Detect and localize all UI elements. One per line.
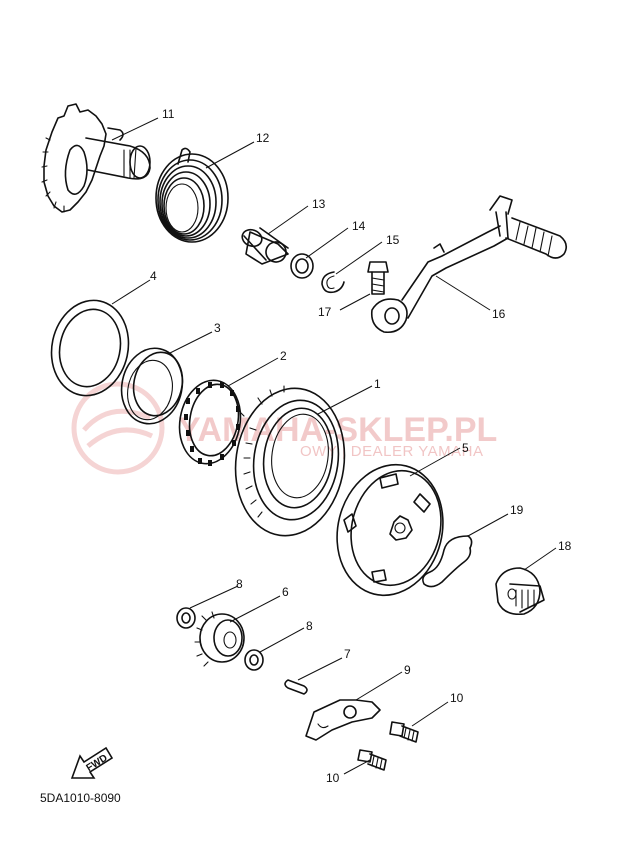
callout-4: 4 bbox=[150, 269, 157, 283]
callout-5: 5 bbox=[462, 441, 469, 455]
callout-3: 3 bbox=[214, 321, 221, 335]
callout-9: 9 bbox=[404, 663, 411, 677]
part-12-torsion-spring bbox=[155, 147, 229, 243]
watermark-tagline: OWY | DEALER YAMAHA bbox=[300, 443, 483, 460]
part-19-wire-clip bbox=[422, 535, 473, 588]
callout-8-bottom: 8 bbox=[306, 619, 313, 633]
callout-6: 6 bbox=[282, 585, 289, 599]
callout-11: 11 bbox=[162, 107, 175, 121]
part-1-ring-gear bbox=[234, 385, 346, 537]
part-8-washer-bottom bbox=[244, 649, 264, 671]
callout-10-a: 10 bbox=[450, 691, 464, 705]
part-11-kick-gear-shaft bbox=[41, 103, 151, 213]
part-17-bolt bbox=[367, 261, 389, 295]
part-10-bolt-b bbox=[357, 749, 387, 771]
callout-15: 15 bbox=[386, 233, 400, 247]
callout-7: 7 bbox=[344, 647, 351, 661]
part-13-collar bbox=[241, 227, 289, 265]
callout-16: 16 bbox=[492, 307, 506, 321]
callout-19: 19 bbox=[510, 503, 524, 517]
callout-2: 2 bbox=[280, 349, 287, 363]
part-18-pinion-gear bbox=[495, 567, 545, 616]
part-2-needle-bearing bbox=[178, 379, 242, 466]
callout-10-b: 10 bbox=[326, 771, 340, 785]
part-10-bolt-a bbox=[389, 721, 419, 743]
part-3-collar-ring bbox=[120, 347, 184, 425]
part-15-circlip bbox=[321, 271, 345, 294]
part-8-washer-top bbox=[176, 607, 196, 629]
part-7-pin bbox=[284, 679, 308, 695]
part-9-stopper-plate bbox=[305, 699, 381, 741]
part-6-idle-gear bbox=[194, 611, 245, 667]
callout-17: 17 bbox=[318, 305, 332, 319]
part-16-kick-crank bbox=[370, 195, 568, 334]
callout-12: 12 bbox=[256, 131, 270, 145]
leader-lines bbox=[111, 117, 557, 775]
forward-direction-arrow: FWD bbox=[70, 746, 114, 779]
callout-18: 18 bbox=[558, 539, 572, 553]
callout-14: 14 bbox=[352, 219, 366, 233]
callout-8-top: 8 bbox=[236, 577, 243, 591]
part-4-thrust-washer bbox=[50, 299, 130, 397]
callout-1: 1 bbox=[374, 377, 381, 391]
part-14-washer bbox=[290, 253, 314, 279]
callout-13: 13 bbox=[312, 197, 326, 211]
callout-labels: 11 12 13 14 15 17 16 4 3 2 1 5 19 18 8 6… bbox=[150, 107, 572, 785]
watermark: YAMAHA-SKLEP.PL OWY | DEALER YAMAHA bbox=[71, 381, 497, 475]
part-code: 5DA1010-8090 bbox=[40, 791, 121, 805]
part-5-clutch-plate bbox=[336, 463, 444, 597]
